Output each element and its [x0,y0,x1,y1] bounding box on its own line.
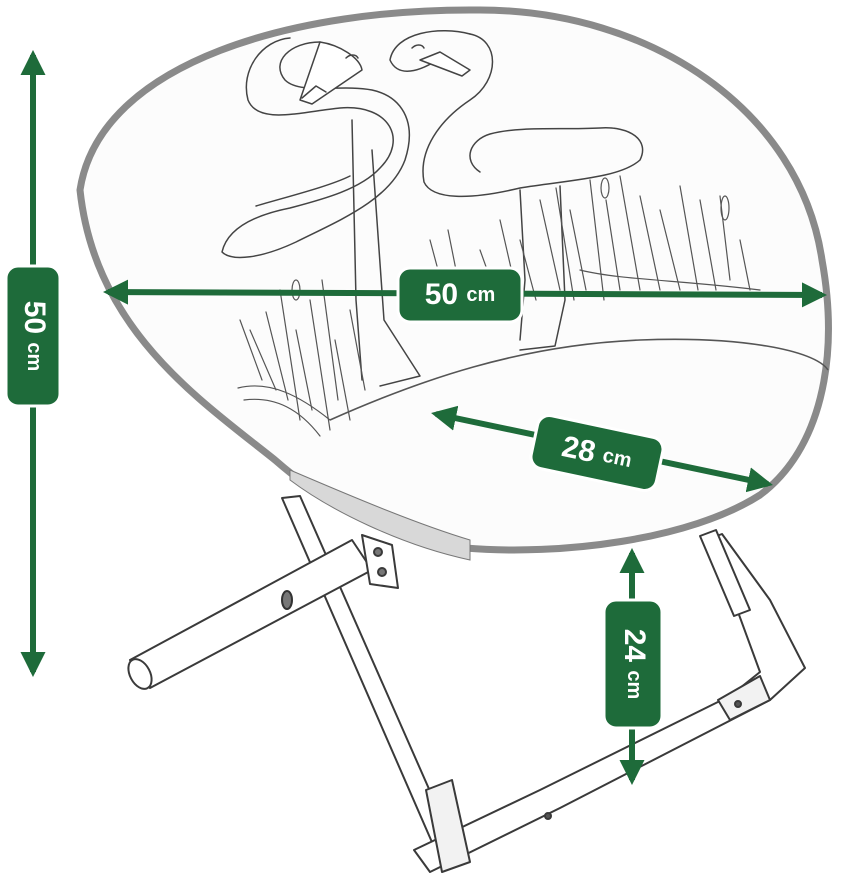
dimension-width-badge [396,266,524,324]
flamingo-icon [221,29,644,387]
dimension-seat-height-badge [602,598,664,730]
dimension-seat-height-label: 24 cm [618,629,651,700]
dimension-width: 50 cm [102,266,828,324]
dimension-depth-badge [529,414,665,492]
dimension-depth: 28 cm [431,405,773,493]
crossbar-left-foot-cap [127,658,153,690]
crossbar-left-bolt [281,590,293,610]
u-frame-foot-cap [717,675,771,721]
hinge-bracket [361,534,399,589]
seat-lower-shadow [289,469,471,561]
chair-frame [127,495,806,873]
leg-rear-right [699,529,751,617]
dimension-seat-height: 24 cm [602,547,664,786]
dimension-height-label: 50 cm [18,301,51,372]
dimension-height: 50 cm [4,49,62,678]
u-frame-front-cap [425,779,471,873]
dimension-depth-label: 28 cm [559,430,635,477]
seat-inner-fold [329,338,829,421]
dimension-width-label: 50 cm [425,278,496,311]
dimension-height-badge [4,264,62,408]
